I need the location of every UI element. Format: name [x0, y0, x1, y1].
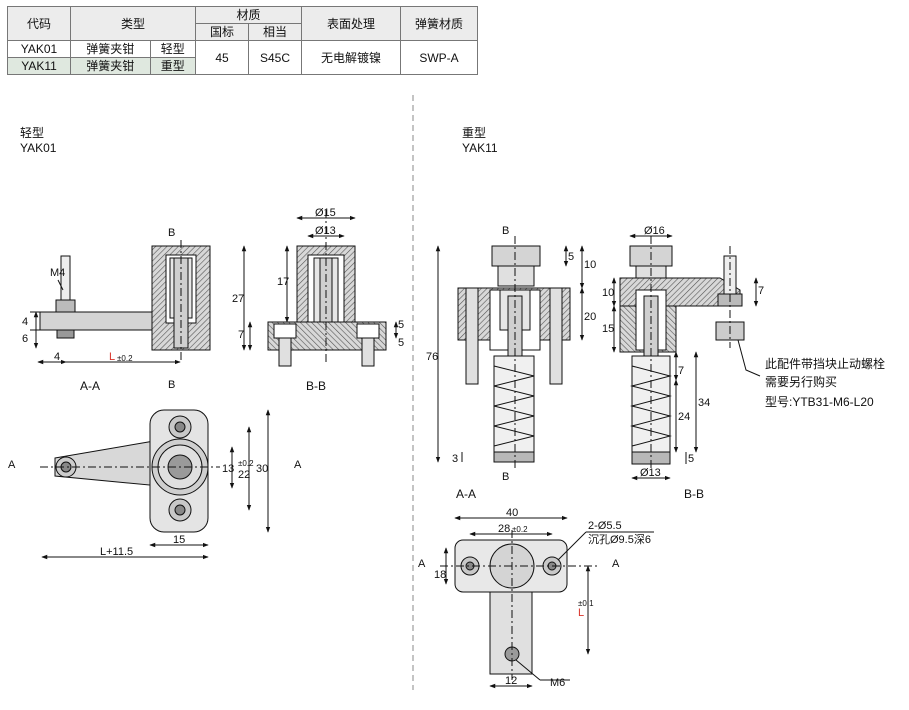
- dim-v22: 22: [238, 469, 250, 481]
- dim-v34: 34: [698, 397, 710, 409]
- dim-h27: 27: [232, 293, 244, 305]
- dim-w15: 15: [173, 534, 185, 546]
- spec-table: 代码 类型 材质 表面处理 弹簧材质 国标 相当 YAK01 弹簧夹钳 轻型 4…: [7, 6, 478, 75]
- dim-v24: 24: [678, 411, 690, 423]
- light-code: YAK01: [20, 141, 57, 155]
- heavy-code: YAK11: [462, 141, 498, 155]
- dim-v20: 20: [584, 311, 596, 323]
- note-line-1: 此配件带挡块止动螺栓: [765, 357, 886, 371]
- table-row: YAK01 弹簧夹钳 轻型 45 S45C 无电解镀镍 SWP-A: [7, 40, 478, 75]
- dim-v5b: 5: [688, 453, 694, 465]
- header-equiv: 相当: [248, 23, 302, 41]
- cell-equiv: S45C: [248, 40, 302, 75]
- heavy-top-view: [440, 530, 600, 680]
- dim-w28-tol: ±0.2: [512, 525, 528, 534]
- dim-m4: M4: [50, 267, 65, 279]
- dim-l115: L+11.5: [100, 546, 133, 558]
- table-row: YAK11 弹簧夹钳 重型: [7, 57, 478, 75]
- section-b-top: B: [502, 225, 509, 237]
- cell-gb: 45: [195, 40, 249, 75]
- dim-h5-top: 5: [398, 319, 404, 331]
- view-label-aa: A-A: [80, 379, 100, 393]
- dim-l-tol: ±0.1: [578, 599, 594, 608]
- dim-v30: 30: [256, 463, 268, 475]
- row-code: YAK11: [7, 57, 71, 75]
- dim-w28: 28: [498, 523, 510, 535]
- note-line-3: 型号:YTB31-M6-L20: [765, 395, 874, 409]
- row-weight: 重型: [149, 57, 197, 75]
- dim-v22-tol: ±0.2: [238, 459, 254, 468]
- dim-d15: Ø15: [315, 207, 336, 219]
- section-a-right: A: [294, 459, 302, 471]
- note-line-2: 需要另行购买: [765, 375, 838, 389]
- section-a-left: A: [8, 459, 16, 471]
- dim-v10: 10: [584, 259, 596, 271]
- heavy-section-aa: [457, 236, 571, 470]
- dim-v15: 15: [602, 323, 614, 335]
- dim-l-tol: ±0.2: [117, 354, 133, 363]
- dim-v10b: 10: [602, 287, 614, 299]
- section-a-left: A: [418, 558, 426, 570]
- dim-d13: Ø13: [315, 225, 336, 237]
- dim-v3: 3: [452, 453, 458, 465]
- dim-holes: 2-Ø5.5: [588, 520, 622, 532]
- dim-d16: Ø16: [644, 225, 665, 237]
- row-code: YAK01: [7, 40, 71, 58]
- heavy-title: 重型: [462, 126, 487, 140]
- section-b-bottom: B: [502, 471, 509, 483]
- header-material: 材质: [195, 6, 302, 24]
- dim-v76: 76: [426, 351, 438, 363]
- dim-w12: 12: [505, 675, 517, 687]
- row-type: 弹簧夹钳: [70, 57, 151, 75]
- view-label-bb: B-B: [684, 487, 704, 501]
- header-surface: 表面处理: [301, 6, 401, 41]
- view-label-bb: B-B: [306, 379, 326, 393]
- dim-v7: 7: [758, 285, 764, 297]
- light-section-bb: [267, 210, 387, 367]
- dim-l: L: [109, 351, 115, 363]
- dim-l: L: [578, 607, 584, 619]
- dim-v6: 6: [22, 333, 28, 345]
- cell-spring: SWP-A: [400, 40, 478, 75]
- heavy-section-bb: [619, 236, 745, 470]
- dim-len4: 4: [54, 351, 60, 363]
- dim-v5: 5: [568, 251, 574, 263]
- dim-v18: 18: [434, 569, 446, 581]
- cell-surface: 无电解镀镍: [301, 40, 401, 75]
- view-label-aa: A-A: [456, 487, 476, 501]
- light-top-view: [40, 409, 220, 533]
- header-code: 代码: [7, 6, 71, 41]
- section-a-right: A: [612, 558, 620, 570]
- dim-w40: 40: [506, 507, 518, 519]
- dim-m6: M6: [550, 677, 565, 689]
- dim-v4: 4: [22, 316, 28, 328]
- dim-v13: 13: [222, 463, 234, 475]
- dim-h17: 17: [277, 276, 289, 288]
- dim-h5-bottom: 5: [398, 337, 404, 349]
- row-weight: 轻型: [149, 40, 197, 58]
- section-b-bottom: B: [168, 379, 175, 391]
- header-spring: 弹簧材质: [400, 6, 478, 41]
- light-section-aa: [39, 240, 211, 362]
- section-b-top: B: [168, 227, 175, 239]
- dim-v7b: 7: [678, 365, 684, 377]
- dim-cbore: 沉孔Ø9.5深6: [588, 533, 651, 546]
- dim-d13: Ø13: [640, 467, 661, 479]
- light-title: 轻型: [20, 126, 45, 140]
- dim-h7: 7: [238, 329, 244, 341]
